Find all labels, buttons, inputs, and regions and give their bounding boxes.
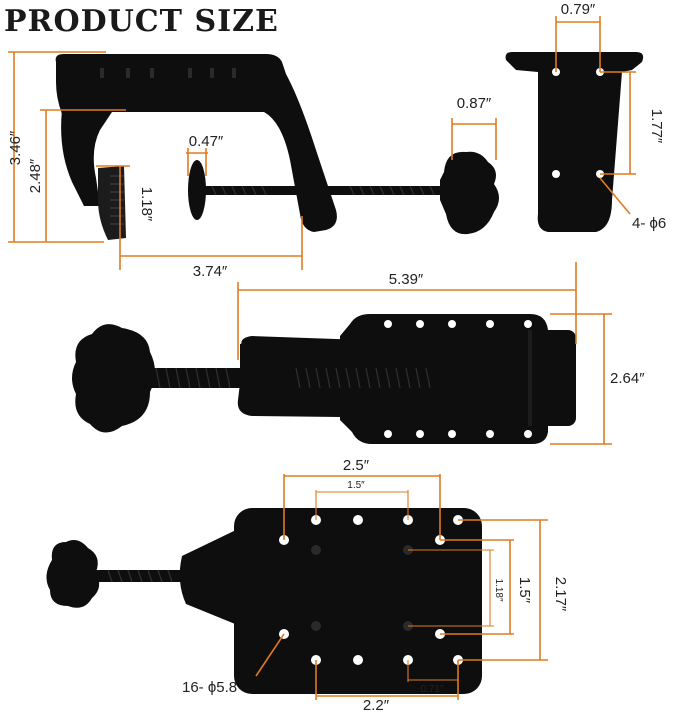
- overall-height-label: 3.46″: [7, 130, 24, 165]
- bracket-hole-callout: 4- ϕ6: [632, 215, 666, 232]
- outer-spacing-y-label: 2.17″: [552, 577, 569, 612]
- top-width-label: 0.79″: [561, 1, 596, 18]
- bottom-view-plate: [46, 508, 482, 694]
- width-label: 2.64″: [610, 370, 645, 387]
- plate-hole-callout: 16- ϕ5.8: [182, 679, 237, 696]
- edge-offset-x-label: 0.71″: [420, 684, 443, 695]
- outer-spacing-x-label: 2.5″: [343, 457, 370, 474]
- lower-spacing-x-label: 2.2″: [363, 697, 390, 713]
- side-view-dimensions: [8, 51, 497, 270]
- end-view-dimensions: [555, 16, 636, 215]
- jaw-height-label: 2.48″: [27, 158, 44, 193]
- top-view-dimensions: [237, 262, 612, 445]
- inner-spacing-y-label: 1.18″: [493, 578, 504, 601]
- inner-spacing-x-label: 1.5″: [347, 480, 365, 491]
- top-view-clamp: [72, 314, 576, 444]
- side-view-clamp: [55, 54, 499, 240]
- hole-spacing-label: 1.77″: [648, 109, 665, 144]
- diagram-title: PRODUCT SIZE: [4, 4, 279, 39]
- mid-spacing-y-label: 1.5″: [516, 577, 533, 604]
- pad-height-label: 1.18″: [138, 187, 155, 222]
- knob-width-label: 0.87″: [457, 95, 492, 112]
- length-label: 5.39″: [389, 271, 424, 288]
- pad-diameter-label: 0.47″: [189, 133, 224, 150]
- bottom-view-dimensions: [255, 474, 548, 700]
- throat-depth-label: 3.74″: [193, 263, 228, 280]
